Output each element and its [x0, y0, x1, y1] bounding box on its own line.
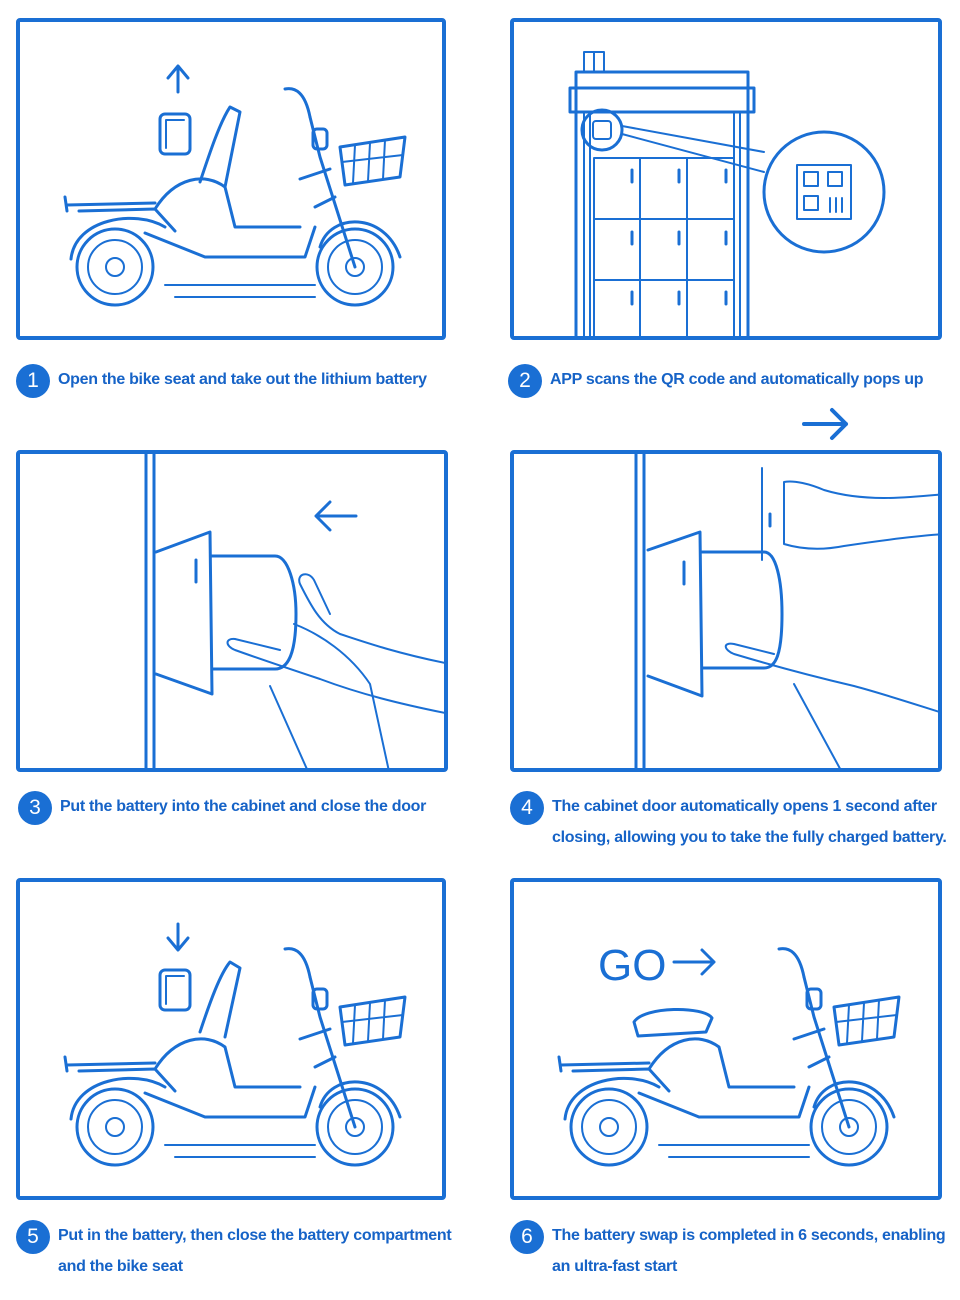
arrow-up-icon [166, 64, 190, 94]
cabinet-door-icon [154, 530, 214, 696]
illustration-step-2 [510, 18, 942, 340]
battery-icon [210, 554, 298, 671]
qr-code-icon [621, 125, 886, 254]
hand-icon [724, 480, 938, 768]
seat-back-icon [198, 105, 242, 189]
arrow-right-icon [802, 408, 848, 440]
scooter-icon [63, 947, 407, 1167]
step-number-badge: 2 [508, 364, 542, 398]
step-description: Put the battery into the cabinet and clo… [60, 798, 427, 815]
step-number-badge: 1 [16, 364, 50, 398]
step-number-badge: 3 [18, 791, 52, 825]
arrow-right-icon [672, 948, 716, 976]
cabinet-door-icon [646, 467, 772, 698]
cabinet-icon [568, 51, 756, 336]
step-number-badge: 5 [16, 1220, 50, 1254]
illustration-step-5 [16, 878, 446, 1200]
illustration-step-3 [16, 450, 448, 772]
step-description: The battery swap is completed in 6 secon… [552, 1227, 946, 1275]
step-description: APP scans the QR code and automatically … [550, 371, 924, 388]
step-description: The cabinet door automatically opens 1 s… [552, 798, 947, 846]
step-4-caption: 4 The cabinet door automatically opens 1… [510, 791, 950, 853]
illustration-step-1 [16, 18, 446, 340]
illustration-step-6: GO [510, 878, 942, 1200]
step-6-caption: 6 The battery swap is completed in 6 sec… [510, 1220, 950, 1282]
illustration-step-4 [510, 450, 942, 772]
step-2-caption: 2 APP scans the QR code and automaticall… [508, 364, 948, 398]
step-number-badge: 6 [510, 1220, 544, 1254]
hand-icon [226, 573, 444, 768]
scooter-icon [63, 87, 407, 307]
step-number-badge: 4 [510, 791, 544, 825]
step-3-caption: 3 Put the battery into the cabinet and c… [18, 791, 448, 825]
seat-back-icon [198, 960, 242, 1039]
battery-icon [158, 968, 192, 1012]
step-description: Open the bike seat and take out the lith… [58, 371, 427, 388]
arrow-left-icon [314, 500, 358, 532]
step-description: Put in the battery, then close the batte… [58, 1227, 452, 1275]
battery-icon [158, 112, 192, 156]
step-1-caption: 1 Open the bike seat and take out the li… [16, 364, 446, 398]
seat-icon [632, 1008, 714, 1038]
battery-icon [700, 550, 784, 670]
arrow-down-icon [166, 922, 190, 952]
go-label: GO [598, 941, 666, 990]
step-5-caption: 5 Put in the battery, then close the bat… [16, 1220, 456, 1282]
